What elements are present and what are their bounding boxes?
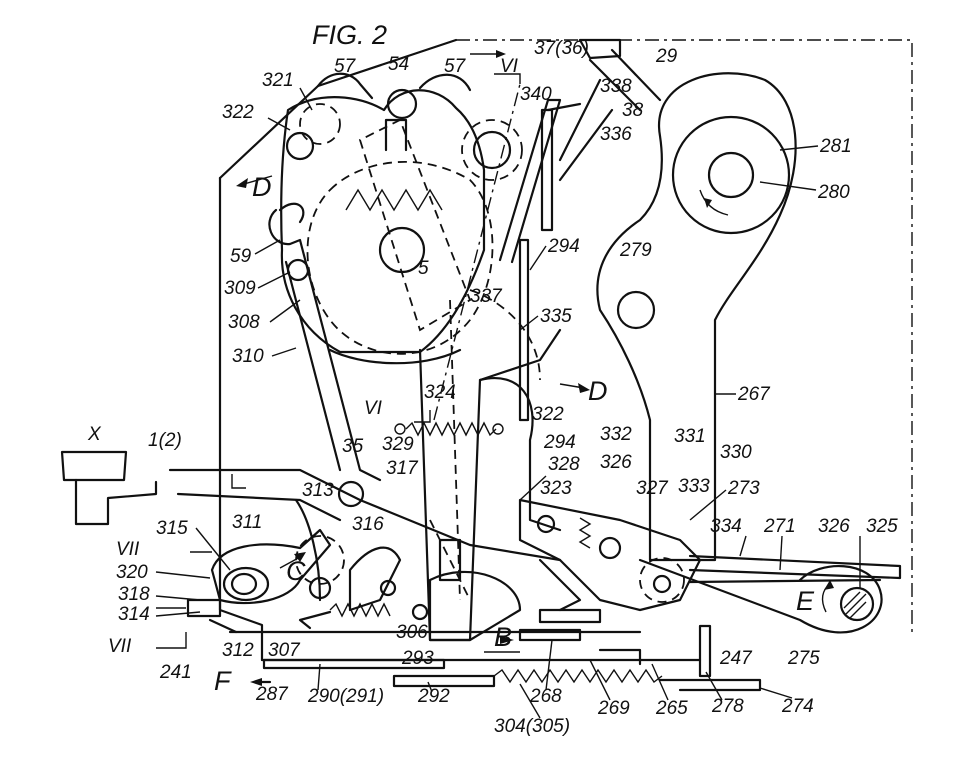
label-5: 5: [418, 258, 429, 279]
spring-324: [394, 421, 504, 437]
label-309: 309: [224, 278, 256, 299]
label-54: 54: [388, 54, 409, 75]
label-306: 306: [396, 622, 428, 643]
label-311: 311: [232, 512, 262, 533]
label-326-right: 326: [818, 516, 850, 537]
label-338: 338: [600, 76, 632, 97]
label-D-left: D: [252, 172, 272, 202]
label-320: 320: [116, 562, 148, 583]
pin-35: [337, 480, 365, 508]
figure-title: FIG. 2: [312, 20, 387, 50]
label-38: 38: [622, 100, 644, 121]
pin-279: [616, 290, 656, 330]
label-330: 330: [720, 442, 752, 463]
sector-plate: [280, 72, 523, 355]
cam-293: [428, 519, 522, 642]
label-321: 321: [262, 70, 294, 91]
label-307: 307: [268, 640, 301, 661]
label-316: 316: [352, 514, 384, 535]
label-324: 324: [424, 382, 456, 403]
label-322-mid: 322: [532, 404, 564, 425]
label-274: 274: [781, 696, 814, 717]
key-lever: [60, 450, 562, 562]
label-E: E: [796, 586, 815, 616]
label-290-291: 290(291): [307, 686, 384, 707]
label-X: X: [87, 424, 102, 445]
label-VI-bottom: VI: [364, 398, 383, 419]
label-268: 268: [529, 686, 562, 707]
label-304-305: 304(305): [494, 716, 570, 737]
label-279: 279: [619, 240, 652, 261]
label-294-mid: 294: [543, 432, 576, 453]
label-293: 293: [401, 648, 434, 669]
label-280: 280: [817, 182, 850, 203]
label-313: 313: [302, 480, 334, 501]
pawl-326-333: [518, 498, 702, 612]
section-lines: [156, 73, 521, 649]
label-340: 340: [520, 84, 552, 105]
label-329: 329: [382, 434, 414, 455]
label-326-mid: 326: [600, 452, 632, 473]
label-275: 275: [787, 648, 820, 669]
label-332: 332: [600, 424, 632, 445]
direction-arrows: [236, 50, 590, 653]
label-335: 335: [540, 306, 572, 327]
label-267: 267: [737, 384, 771, 405]
label-C: C: [286, 556, 306, 586]
roller-281: [671, 115, 791, 235]
pawl-311-320: [186, 498, 429, 634]
label-318: 318: [118, 584, 150, 605]
label-VI-top: VI: [500, 56, 519, 77]
label-314: 314: [118, 604, 150, 625]
label-278: 278: [711, 696, 744, 717]
slide-294: [418, 38, 662, 642]
label-29: 29: [655, 46, 678, 67]
label-F: F: [214, 666, 232, 696]
label-B: B: [494, 622, 512, 652]
label-328: 328: [548, 454, 580, 475]
label-59: 59: [230, 246, 252, 267]
label-308: 308: [228, 312, 260, 333]
label-VII-top: VII: [116, 539, 140, 560]
label-315: 315: [156, 518, 188, 539]
label-57-left: 57: [334, 56, 357, 77]
label-241: 241: [159, 662, 192, 683]
label-310: 310: [232, 346, 264, 367]
label-D-right: D: [588, 376, 608, 406]
label-271: 271: [763, 516, 796, 537]
leader-lines: [155, 87, 861, 719]
label-337: 337: [470, 286, 503, 307]
label-35: 35: [342, 436, 364, 457]
lever-308-310: [268, 202, 462, 482]
reference-labels: FIG. 2 37(36) 29 338 340 38 336 321 57 5…: [87, 20, 898, 737]
bars-334-271: [638, 554, 902, 634]
label-312: 312: [222, 640, 254, 661]
label-323: 323: [540, 478, 572, 499]
label-325: 325: [866, 516, 898, 537]
label-317: 317: [386, 458, 419, 479]
label-37-36: 37(36): [534, 38, 589, 59]
label-269: 269: [597, 698, 630, 719]
label-VII-bottom: VII: [108, 636, 132, 657]
label-331: 331: [674, 426, 706, 447]
label-322-top: 322: [222, 102, 254, 123]
label-294-top: 294: [547, 236, 580, 257]
label-327: 327: [636, 478, 669, 499]
label-336: 336: [600, 124, 632, 145]
lever-267: [596, 72, 797, 562]
label-281: 281: [819, 136, 852, 157]
pin-280: [707, 151, 755, 199]
label-287: 287: [255, 684, 289, 705]
label-292: 292: [417, 686, 450, 707]
label-1-2: 1(2): [148, 430, 182, 451]
label-273: 273: [727, 478, 760, 499]
label-265: 265: [655, 698, 688, 719]
label-247: 247: [719, 648, 753, 669]
pivot-325: [839, 586, 875, 622]
label-334: 334: [710, 516, 742, 537]
label-57-right: 57: [444, 56, 467, 77]
label-333: 333: [678, 476, 710, 497]
